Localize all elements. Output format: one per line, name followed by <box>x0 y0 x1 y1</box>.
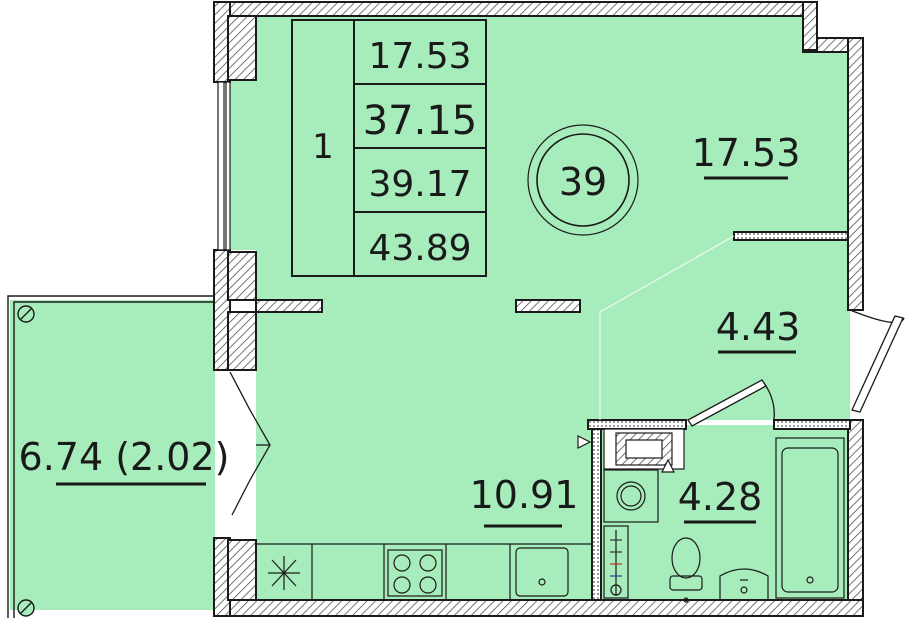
hallway-area: 4.43 <box>716 305 801 349</box>
partition-bath-top-right <box>773 419 851 430</box>
doors <box>229 309 905 516</box>
area-table-value-2: 37.15 <box>363 98 478 144</box>
stove-icon <box>387 549 443 597</box>
partition-mid-stub <box>515 299 581 313</box>
riser-icon <box>603 525 629 599</box>
wall-top <box>227 1 806 17</box>
bathroom-fixtures <box>577 428 845 603</box>
balcony <box>7 295 214 618</box>
wall-right-lower <box>847 419 864 617</box>
area-table <box>291 19 487 277</box>
area-table-value-1: 17.53 <box>368 36 471 77</box>
balcony-fill <box>10 300 215 610</box>
balcony-area: 6.74 (2.02) <box>19 435 230 479</box>
pilaster-1 <box>227 15 257 81</box>
bathtub-icon <box>775 437 845 599</box>
washbasin-icon <box>719 568 769 600</box>
area-table-value-3: 39.17 <box>368 164 471 205</box>
wall-bottom <box>227 599 864 617</box>
pilaster-4 <box>227 539 257 601</box>
wall-top-right-corner <box>802 1 818 51</box>
window-niche-fill <box>230 80 256 250</box>
rooms-count: 1 <box>312 127 334 167</box>
kitchen-fixtures <box>256 543 592 600</box>
partition-living-hall <box>733 231 849 241</box>
pilaster-3 <box>227 311 257 371</box>
walls <box>213 1 864 617</box>
window-left <box>217 81 231 251</box>
wall-right-upper <box>847 37 864 311</box>
living-room-area: 17.53 <box>692 131 801 175</box>
door-entrance-leaf <box>851 315 904 413</box>
washing-machine-icon <box>603 469 659 523</box>
partition-bath-left <box>591 428 602 601</box>
door-bathroom-swing <box>763 382 775 421</box>
kitchen-area: 10.91 <box>470 473 579 517</box>
bathroom-area: 4.28 <box>678 475 763 519</box>
zone-lines <box>599 235 735 420</box>
area-table-value-4: 43.89 <box>368 228 471 269</box>
fridge-icon <box>268 556 300 590</box>
apartment-number: 39 <box>559 160 607 204</box>
partition-left-stub <box>255 299 323 313</box>
apartment-number-badge <box>527 124 639 236</box>
partition-bath-top-left <box>587 419 687 430</box>
kitchen-sink-icon <box>515 547 569 597</box>
toilet-icon <box>669 537 703 603</box>
pilaster-2 <box>227 251 257 301</box>
